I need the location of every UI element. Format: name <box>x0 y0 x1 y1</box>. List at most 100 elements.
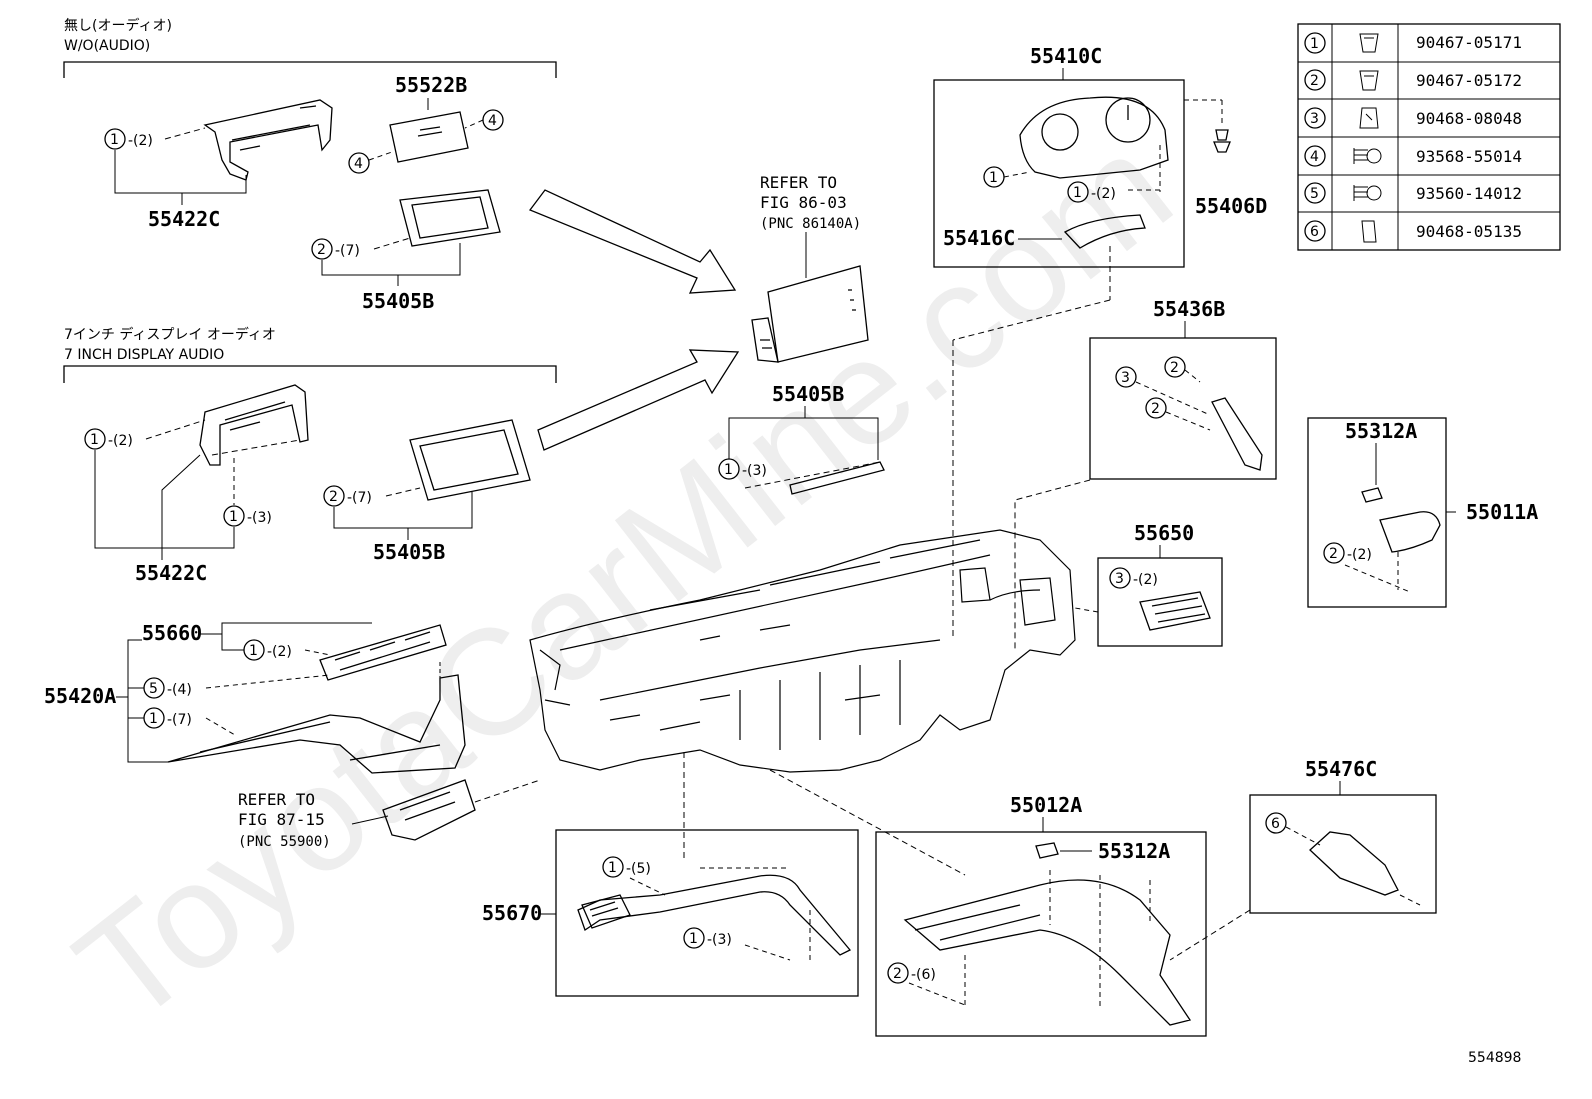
part-55650: 55650 <box>1134 521 1194 545</box>
svg-text:1: 1 <box>1310 36 1319 52</box>
ref-line-3: (PNC 55900) <box>238 834 331 850</box>
callout-1: 1 <box>718 458 740 480</box>
box-55670 <box>555 829 859 997</box>
svg-text:1: 1 <box>90 432 99 448</box>
qty-label: -(4) <box>167 682 192 698</box>
box-55011A <box>1307 417 1447 608</box>
svg-text:3: 3 <box>1121 370 1130 386</box>
svg-text:90467-05172: 90467-05172 <box>1416 71 1522 90</box>
part-55522B: 55522B <box>395 73 467 97</box>
box-55436B <box>1089 337 1277 480</box>
qty-label: -(2) <box>1347 547 1372 563</box>
svg-text:2: 2 <box>1170 360 1179 376</box>
qty-label: -(5) <box>626 861 651 877</box>
part-55011A: 55011A <box>1466 500 1538 524</box>
ref-line-2: FIG 87-15 <box>238 810 325 829</box>
svg-text:1: 1 <box>724 462 733 478</box>
ref-line-1: REFER TO <box>760 173 837 192</box>
callout-2: 2 <box>1145 397 1167 419</box>
callout-1: 1 <box>602 856 624 878</box>
svg-text:90468-08048: 90468-08048 <box>1416 109 1522 128</box>
group-bracket-display-audio <box>63 365 557 383</box>
svg-text:90467-05171: 90467-05171 <box>1416 33 1522 52</box>
callout-1: 1 <box>683 927 705 949</box>
svg-text:5: 5 <box>1310 186 1319 202</box>
svg-text:4: 4 <box>1310 149 1319 165</box>
callout-6: 6 <box>1265 812 1287 834</box>
part-55410C: 55410C <box>1030 44 1102 68</box>
part-55660: 55660 <box>142 621 202 645</box>
part-55476C: 55476C <box>1305 757 1377 781</box>
qty-label: -(3) <box>247 510 272 526</box>
garnish-55011A <box>1379 511 1441 553</box>
screw-icon <box>1353 185 1368 201</box>
callout-5: 5 <box>143 677 165 699</box>
svg-text:6: 6 <box>1310 224 1319 240</box>
arrow-bottom <box>537 349 740 451</box>
svg-text:2: 2 <box>1151 401 1160 417</box>
table-row: 1 90467-05171 <box>1304 32 1522 54</box>
ref-line-2: FIG 86-03 <box>760 193 847 212</box>
svg-text:1: 1 <box>608 860 617 876</box>
panel-55522B <box>389 111 469 163</box>
callout-4: 4 <box>482 109 504 131</box>
qty-label: -(2) <box>108 433 133 449</box>
group-label-wo-audio-jp: 無し(オーディオ) <box>64 17 172 34</box>
callout-2: 2 <box>1323 542 1345 564</box>
callout-2: 2 <box>311 238 333 260</box>
bracket-illustration-bottom <box>199 384 309 466</box>
svg-text:1: 1 <box>110 132 119 148</box>
svg-text:4: 4 <box>354 156 363 172</box>
part-55422C-bottom: 55422C <box>135 561 207 585</box>
qty-label: -(2) <box>1133 572 1158 588</box>
box-55650 <box>1097 557 1223 647</box>
qty-label: -(3) <box>707 932 732 948</box>
box-55410C <box>933 79 1185 268</box>
svg-text:5: 5 <box>149 681 158 697</box>
part-55405B-bottom: 55405B <box>373 540 445 564</box>
qty-label: -(7) <box>167 712 192 728</box>
svg-text:1: 1 <box>989 170 998 186</box>
clip-icon <box>1359 33 1379 53</box>
table-row: 3 90468-08048 <box>1304 107 1522 129</box>
qty-label: -(7) <box>347 490 372 506</box>
vent-55650 <box>1139 591 1211 631</box>
svg-text:2: 2 <box>317 242 326 258</box>
box-55012A <box>875 831 1207 1037</box>
display-audio-unit <box>751 265 869 363</box>
qty-label: -(2) <box>128 133 153 149</box>
clip-55312A <box>1035 842 1059 859</box>
callout-1: 1 <box>243 639 265 661</box>
knee-panel-55012A <box>903 879 1192 1026</box>
qty-label: -(7) <box>335 243 360 259</box>
svg-text:6: 6 <box>1271 816 1280 832</box>
ref-line-3: (PNC 86140A) <box>760 216 861 232</box>
qty-label: -(3) <box>742 463 767 479</box>
part-55312A-right: 55312A <box>1345 419 1417 443</box>
group-label-display-audio-jp: 7インチ ディスプレイ オーディオ <box>64 326 276 343</box>
ref-line-1: REFER TO <box>238 790 315 809</box>
callout-3: 3 <box>1109 567 1131 589</box>
bezel-55405B-top <box>399 189 501 247</box>
part-55416C: 55416C <box>943 226 1015 250</box>
table-row: 2 90467-05172 <box>1304 69 1522 91</box>
callout-1: 1 <box>223 505 245 527</box>
part-55420A: 55420A <box>44 684 116 708</box>
svg-text:1: 1 <box>249 643 258 659</box>
clip-icon <box>1359 70 1379 91</box>
illustration-number: 554898 <box>1468 1050 1521 1066</box>
svg-text:1: 1 <box>1073 185 1082 201</box>
part-55405B-mid: 55405B <box>772 382 844 406</box>
svg-text:2: 2 <box>1310 73 1319 89</box>
switch-panel <box>382 779 476 841</box>
callout-2: 2 <box>323 485 345 507</box>
part-55406D: 55406D <box>1195 194 1267 218</box>
group-bracket-wo-audio <box>63 61 557 78</box>
svg-text:4: 4 <box>488 113 497 129</box>
svg-text:1: 1 <box>149 711 158 727</box>
table-row: 6 90468-05135 <box>1304 220 1522 243</box>
svg-text:93560-14012: 93560-14012 <box>1416 184 1522 203</box>
qty-label: -(2) <box>267 644 292 660</box>
callout-4: 4 <box>348 152 370 174</box>
